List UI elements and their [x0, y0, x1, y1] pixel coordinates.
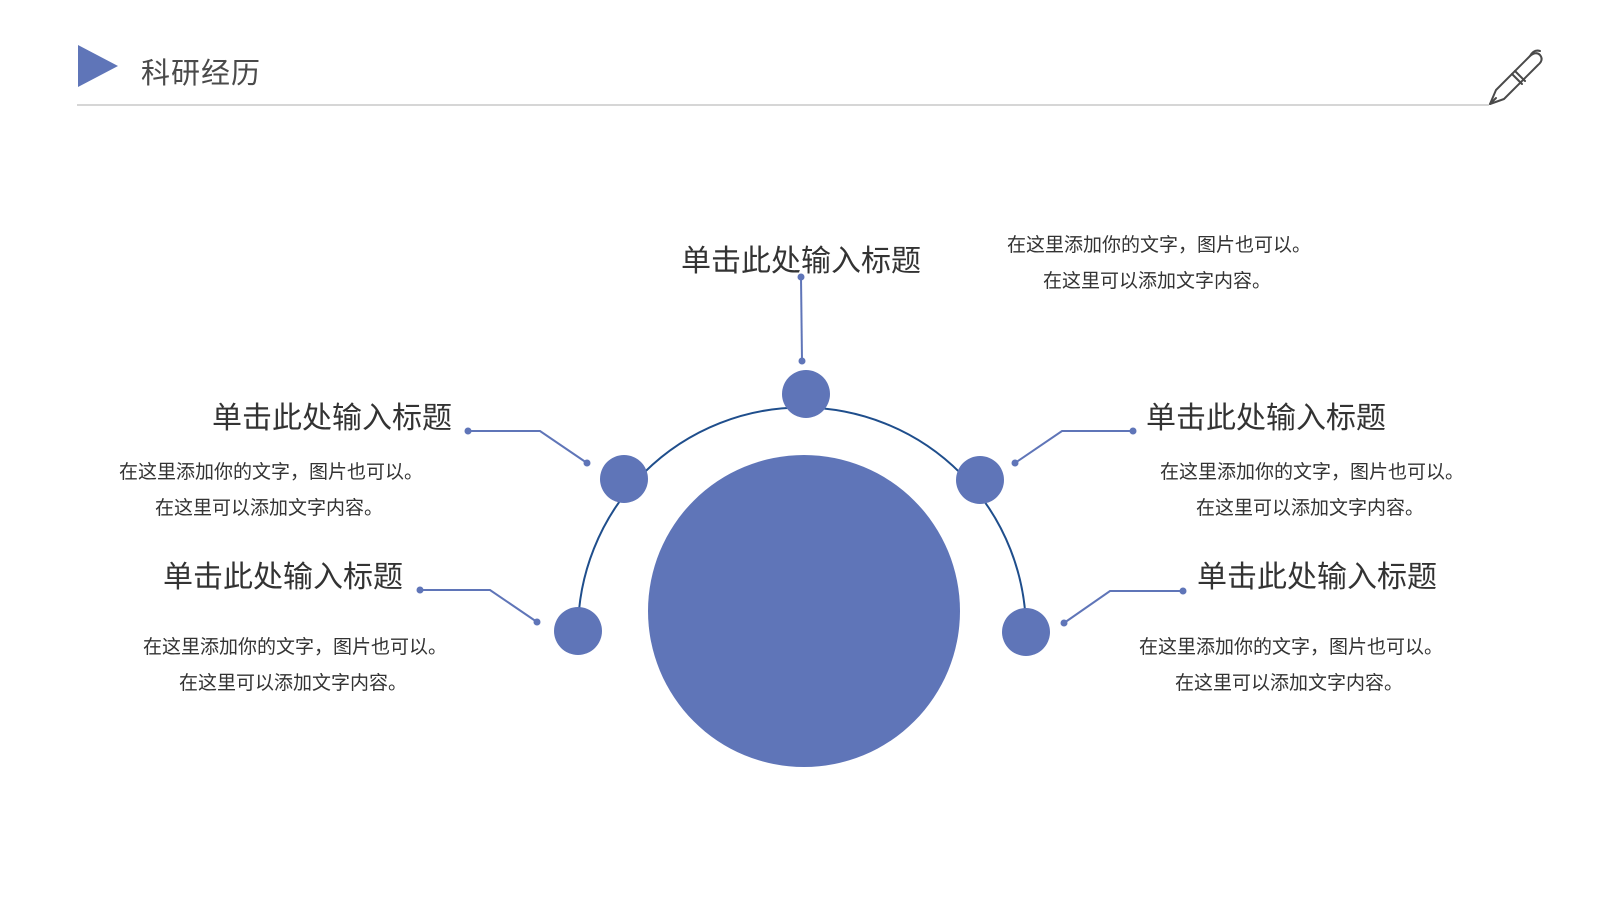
pen-icon: [1489, 49, 1543, 105]
item-desc-lower-right-line1[interactable]: 在这里添加你的文字，图片也可以。: [1139, 636, 1444, 658]
item-desc-top-line1[interactable]: 在这里添加你的文字，图片也可以。: [1007, 234, 1312, 256]
item-title-upper-right[interactable]: 单击此处输入标题: [1146, 401, 1386, 436]
center-circle: [648, 455, 960, 767]
item-title-top[interactable]: 单击此处输入标题: [681, 244, 921, 279]
connector-top: [800, 276, 803, 362]
connector-upper-right: [1014, 430, 1133, 464]
node-lower-right: [1002, 608, 1050, 656]
play-triangle-icon: [78, 45, 118, 87]
item-title-lower-right[interactable]: 单击此处输入标题: [1197, 560, 1437, 595]
item-desc-lower-left-line1[interactable]: 在这里添加你的文字，图片也可以。: [143, 636, 448, 658]
node-upper-left: [600, 455, 648, 503]
item-desc-top-line2[interactable]: 在这里可以添加文字内容。: [1042, 270, 1271, 292]
node-lower-left: [554, 607, 602, 655]
item-title-lower-left[interactable]: 单击此处输入标题: [163, 560, 403, 595]
page-title: 科研经历: [141, 56, 262, 90]
connector-lower-left: [420, 589, 538, 623]
connector-lower-right: [1063, 590, 1183, 624]
item-desc-lower-left-line2[interactable]: 在这里可以添加文字内容。: [178, 672, 407, 694]
item-desc-upper-right-line1[interactable]: 在这里添加你的文字，图片也可以。: [1160, 461, 1465, 483]
item-desc-lower-right-line2[interactable]: 在这里可以添加文字内容。: [1174, 672, 1403, 694]
item-desc-upper-left-line1[interactable]: 在这里添加你的文字，图片也可以。: [119, 461, 424, 483]
item-title-upper-left[interactable]: 单击此处输入标题: [212, 401, 452, 436]
node-upper-right: [956, 456, 1004, 504]
header: 科研经历: [0, 0, 1600, 110]
header-divider: [77, 104, 1489, 106]
item-desc-upper-left-line2[interactable]: 在这里可以添加文字内容。: [154, 497, 383, 519]
connector-upper-left: [468, 430, 588, 464]
node-top: [782, 370, 830, 418]
item-desc-upper-right-line2[interactable]: 在这里可以添加文字内容。: [1195, 497, 1424, 519]
